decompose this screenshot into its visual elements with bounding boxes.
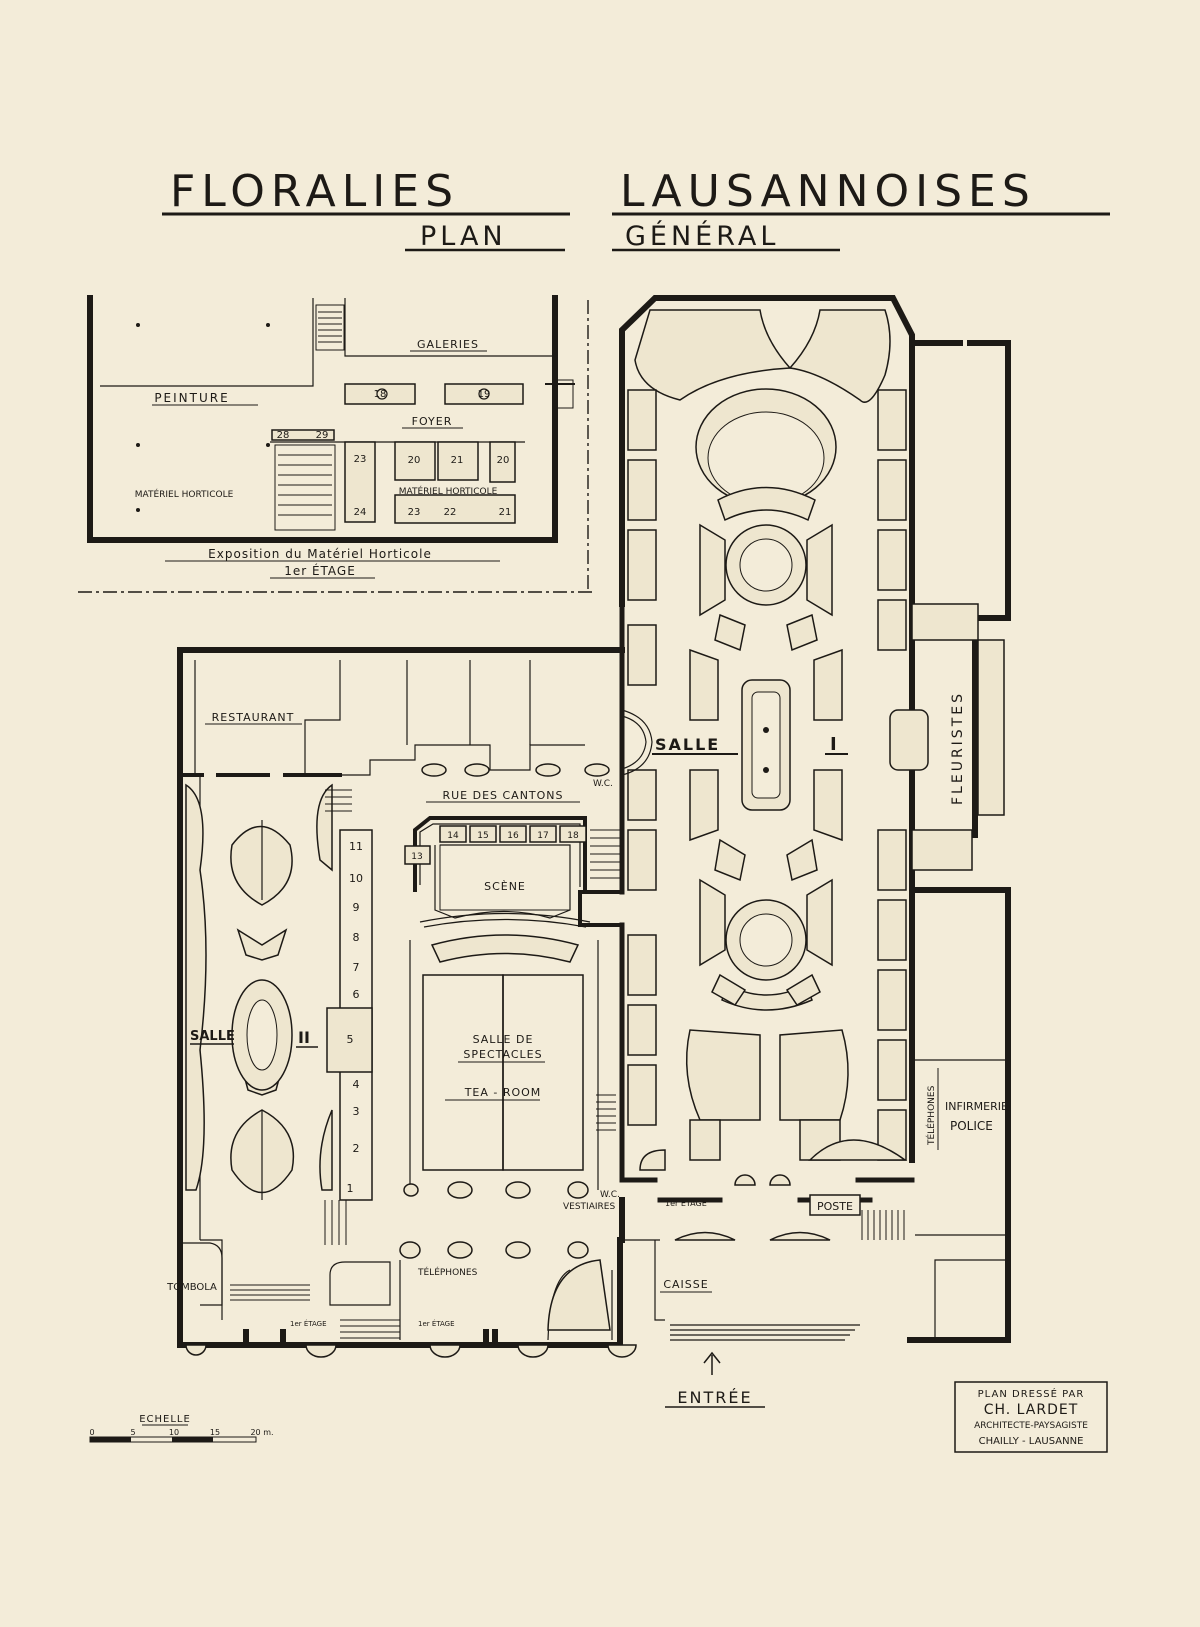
credit-line-3: ARCHITECTE-PAYSAGISTE — [974, 1421, 1088, 1431]
label-scene: SCÈNE — [484, 880, 526, 893]
label-materiel-horticole-center: MATÉRIEL HORTICOLE — [399, 485, 498, 497]
inset-stand-number: 20 — [497, 455, 510, 466]
inset-stand-number: 20 — [408, 455, 421, 466]
stand-number: 4 — [353, 1078, 360, 1091]
salle-2-garden: SALLE II — [185, 783, 333, 1200]
entrance-area: POSTE CAISSE ENTRÉE — [547, 1174, 915, 1408]
stand-number: 11 — [349, 840, 363, 853]
label-infirmerie: INFIRMERIE — [945, 1100, 1008, 1113]
label-salle-1-numeral: I — [830, 734, 837, 755]
label-wc-top: W.C. — [593, 779, 613, 789]
label-salle-de-spectacles-1: SALLE DE — [473, 1033, 534, 1046]
inset-floor-label: 1er ÉTAGE — [284, 563, 356, 578]
stand-number: 9 — [353, 901, 360, 914]
inset-caption: Exposition du Matériel Horticole — [208, 547, 432, 561]
label-salle-2: SALLE — [190, 1029, 235, 1044]
inset-stand-number: 28 — [277, 430, 290, 441]
salle-1-hall: SALLE I FLEURISTES TÉLÉPHONES INFIRMERIE… — [619, 295, 1011, 1343]
label-telephones-right: TÉLÉPHONES — [925, 1085, 937, 1146]
label-entree: ENTRÉE — [677, 1388, 752, 1407]
inset-stand-number: 18 — [374, 389, 387, 400]
subtitle-word-general: GÉNÉRAL — [625, 220, 779, 252]
inset-stand-number: 19 — [478, 389, 491, 400]
label-1er-etage-left: 1er ÉTAGE — [290, 1319, 327, 1328]
stand-number: 10 — [349, 872, 363, 885]
credit-line-2: CH. LARDET — [984, 1402, 1079, 1418]
label-caisse: CAISSE — [663, 1278, 708, 1291]
label-salle-1: SALLE — [655, 735, 720, 754]
stand-number: 15 — [477, 831, 488, 841]
label-tea-room: TEA - ROOM — [464, 1086, 542, 1099]
inset-stand-number: 23 — [408, 507, 421, 518]
label-salle-de-spectacles-2: SPECTACLES — [463, 1048, 542, 1061]
stand-number: 1 — [347, 1182, 354, 1195]
stand-number: 3 — [353, 1105, 360, 1118]
label-foyer: FOYER — [412, 415, 453, 428]
scale-tick: 0 — [89, 1428, 94, 1437]
label-fleuristes: FLEURISTES — [950, 691, 966, 805]
credit-line-4: CHAILLY - LAUSANNE — [979, 1436, 1084, 1447]
scale-tick: 20 m. — [250, 1428, 273, 1437]
scale-tick: 5 — [130, 1428, 135, 1437]
label-peinture: PEINTURE — [154, 391, 229, 405]
stand-number: 16 — [507, 831, 519, 841]
title-word-lausannoises: LAUSANNOISES — [620, 166, 1036, 217]
stand-column — [326, 829, 373, 1201]
inset-stand-number: 29 — [316, 430, 329, 441]
stand-number: 6 — [353, 988, 360, 1001]
inset-stand-number: 23 — [354, 454, 367, 465]
scale-tick: 15 — [210, 1428, 220, 1437]
label-poste: POSTE — [817, 1200, 853, 1213]
stand-number: 17 — [537, 831, 548, 841]
stand-number: 14 — [447, 831, 459, 841]
stand-number: 2 — [353, 1142, 360, 1155]
inset-stand-number: 21 — [499, 507, 512, 518]
label-telephones-left: TÉLÉPHONES — [417, 1266, 478, 1278]
stand-number: 18 — [567, 831, 579, 841]
scale-tick: 10 — [169, 1428, 179, 1437]
inset-first-floor-plan: 18 19 23 20 21 20 24 23 22 21 28 29 GALE… — [78, 295, 595, 593]
stand-number: 8 — [353, 931, 360, 944]
label-restaurant: RESTAURANT — [212, 711, 295, 724]
inset-stand-number: 21 — [451, 455, 464, 466]
label-materiel-horticole-left: MATÉRIEL HORTICOLE — [135, 488, 234, 500]
label-1er-etage-right: 1er ÉTAGE — [418, 1319, 455, 1328]
inset-stand-number: 22 — [444, 507, 457, 518]
title-word-floralies: FLORALIES — [170, 166, 459, 217]
stand-number: 5 — [347, 1033, 354, 1046]
entrance-arrow-icon — [703, 1351, 721, 1375]
label-vestiaires: VESTIAIRES — [563, 1202, 615, 1212]
scale-bar: ECHELLE 0 5 10 15 20 m. — [89, 1414, 274, 1443]
label-tombola: TOMBOLA — [166, 1282, 217, 1293]
stand-number: 13 — [411, 852, 422, 862]
subtitle-word-plan: PLAN — [420, 221, 507, 252]
stand-number: 7 — [353, 961, 360, 974]
label-wc-bottom: W.C. — [600, 1190, 620, 1200]
label-police: POLICE — [950, 1119, 993, 1133]
credit-box: PLAN DRESSÉ PAR CH. LARDET ARCHITECTE-PA… — [954, 1381, 1108, 1453]
credit-line-1: PLAN DRESSÉ PAR — [978, 1387, 1085, 1400]
title-block: FLORALIES LAUSANNOISES PLAN GÉNÉRAL — [162, 166, 1110, 252]
label-salle-2-numeral: II — [298, 1028, 310, 1047]
inset-stand-number: 24 — [354, 507, 367, 518]
central-building: RESTAURANT RUE DES CANTONS W.C. 14 15 16… — [166, 647, 905, 1358]
scale-label: ECHELLE — [139, 1414, 191, 1425]
label-rue-des-cantons: RUE DES CANTONS — [442, 789, 563, 802]
label-galeries: GALERIES — [417, 338, 479, 351]
